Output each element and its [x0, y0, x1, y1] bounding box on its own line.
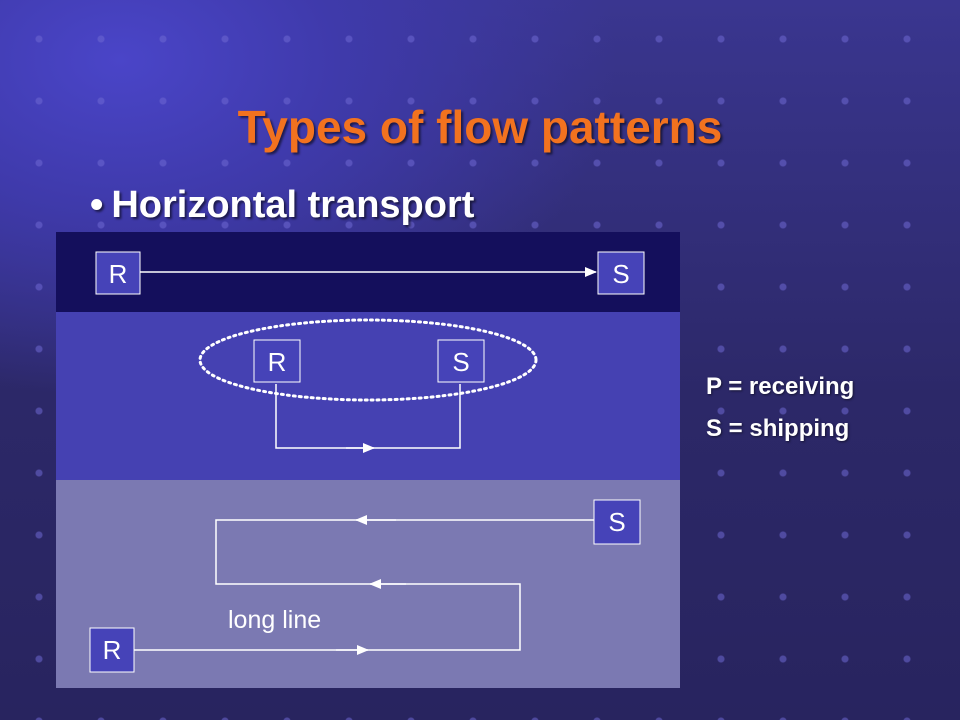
- band-middle: [56, 312, 680, 480]
- flow-diagram: R S R S S R long line: [56, 232, 680, 688]
- flow-row-serpentine: S R long line: [89, 499, 641, 673]
- shipping-box-label: S: [452, 347, 469, 377]
- slide-title: Types of flow patterns: [237, 101, 723, 153]
- legend: P = receiving S = shipping: [706, 366, 854, 450]
- shipping-box: [437, 339, 485, 383]
- flow-row-u-shaped: R S: [198, 318, 538, 453]
- shipping-box-label: S: [608, 507, 625, 537]
- receiving-box-label: R: [103, 635, 122, 665]
- serpentine-flow-line: [134, 519, 594, 651]
- receiving-box: [89, 627, 135, 673]
- bullet-item: •Horizontal transport: [90, 184, 474, 227]
- receiving-box: [95, 251, 141, 295]
- shipping-box: [593, 499, 641, 545]
- dotted-grouping-ellipse: [198, 318, 538, 402]
- bullet-text: Horizontal transport: [111, 184, 475, 226]
- receiving-box-label: R: [268, 347, 287, 377]
- shipping-box: [597, 251, 645, 295]
- shipping-box-label: S: [612, 259, 629, 289]
- receiving-box: [253, 339, 301, 383]
- legend-receiving: P = receiving: [706, 373, 855, 400]
- flow-row-straight: R S: [95, 251, 645, 295]
- legend-shipping: S = shipping: [706, 415, 850, 442]
- long-line-label: long line: [228, 606, 321, 634]
- bullet-dot-icon: •: [90, 184, 104, 226]
- receiving-box-label: R: [109, 259, 128, 289]
